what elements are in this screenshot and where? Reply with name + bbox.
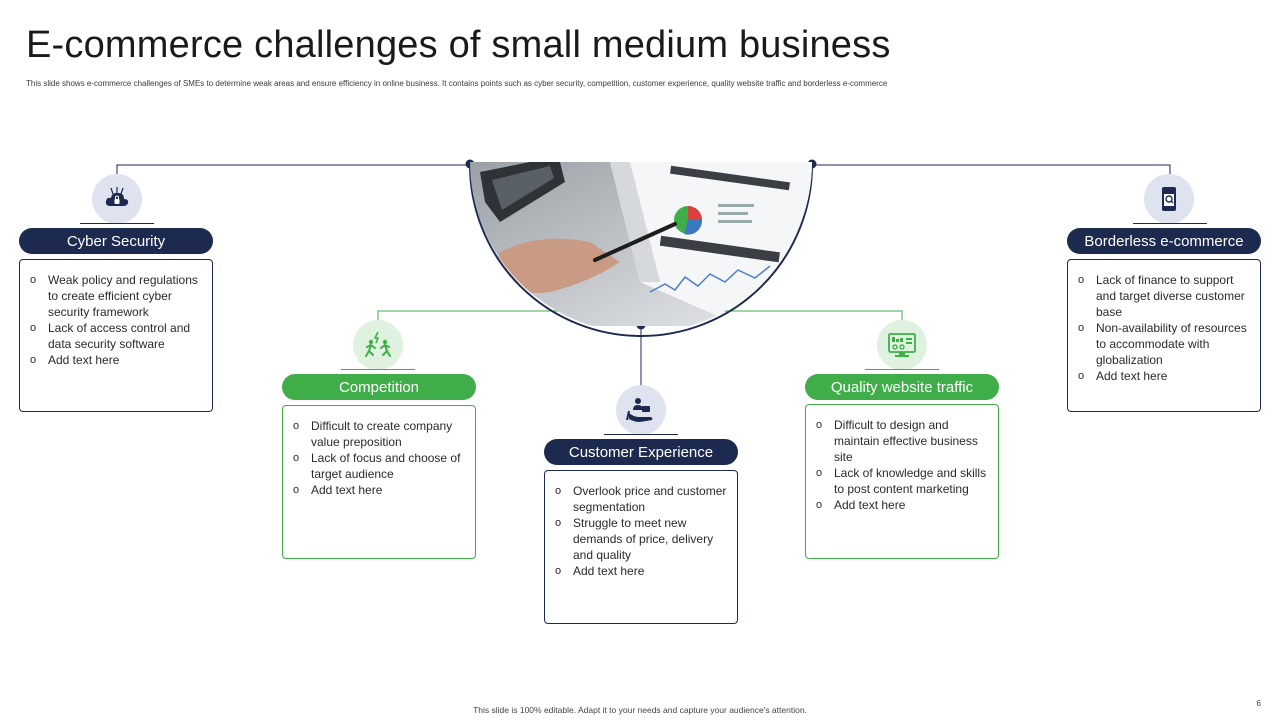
list-item: Lack of finance to support and target di… [1078,272,1250,320]
icon-underline [1133,223,1207,224]
customer-experience-heading: Customer Experience [544,439,738,465]
slide-footer: This slide is 100% editable. Adapt it to… [473,705,807,715]
quality-website-traffic-card: Difficult to design and maintain effecti… [805,404,999,559]
list-item: Add text here [555,563,727,579]
list-item: Lack of knowledge and skills to post con… [816,465,988,497]
list-item: Struggle to meet new demands of price, d… [555,515,727,563]
tablet-analytics-photo [470,162,812,326]
cyber-security-card: Weak policy and regulations to create ef… [19,259,213,412]
list-item: Difficult to design and maintain effecti… [816,417,988,465]
icon-underline [80,223,154,224]
slide-title: E-commerce challenges of small medium bu… [26,24,891,66]
runners-icon [353,320,403,370]
customer-experience-card: Overlook price and customer segmentation… [544,470,738,624]
list-item: Lack of access control and data security… [30,320,202,352]
slide-subtitle: This slide shows e-commerce challenges o… [26,79,888,88]
list-item: Overlook price and customer segmentation [555,483,727,515]
list-item: Non-availability of resources to accommo… [1078,320,1250,368]
website-analytics-icon [877,320,927,370]
competition-card: Difficult to create company value prepos… [282,405,476,559]
list-item: Add text here [293,482,465,498]
list-item: Add text here [816,497,988,513]
list-item: Weak policy and regulations to create ef… [30,272,202,320]
list-item: Add text here [1078,368,1250,384]
quality-website-traffic-heading: Quality website traffic [805,374,999,400]
customer-care-icon [616,385,666,435]
borderless-e-commerce-card: Lack of finance to support and target di… [1067,259,1261,412]
competition-heading: Competition [282,374,476,400]
cloud-security-icon [92,174,142,224]
page-number: 6 [1256,699,1261,708]
icon-underline [865,369,939,370]
list-item: Lack of focus and choose of target audie… [293,450,465,482]
borderless-e-commerce-heading: Borderless e-commerce [1067,228,1261,254]
list-item: Add text here [30,352,202,368]
icon-underline [341,369,415,370]
list-item: Difficult to create company value prepos… [293,418,465,450]
icon-underline [604,434,678,435]
cyber-security-heading: Cyber Security [19,228,213,254]
online-store-icon [1144,174,1194,224]
